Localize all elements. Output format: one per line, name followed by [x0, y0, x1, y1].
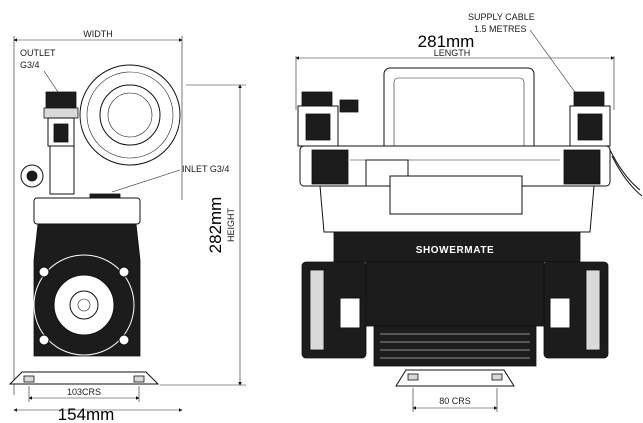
motor-end-cap-inner: [99, 84, 161, 146]
right-outlet-fitting: [573, 91, 605, 107]
supply-cable-label: SUPPLY CABLE: [468, 12, 535, 22]
outlet-pipe: [49, 145, 75, 195]
left-pump-port: [339, 297, 361, 329]
centre-body: [365, 261, 545, 327]
bolt-top-right: [118, 266, 130, 278]
bolt-top-left: [38, 266, 50, 278]
width-label: WIDTH: [83, 29, 113, 39]
right-valve-insert: [577, 113, 603, 141]
foot-slot-right: [133, 375, 145, 383]
left-pump-rib: [309, 269, 325, 351]
outlet-nut: [43, 107, 79, 119]
bolt-bottom-right: [118, 334, 130, 346]
mounting-foot: [8, 371, 160, 385]
impeller-center: [77, 298, 91, 312]
supply-cable-sheath: [611, 155, 643, 197]
right-switch-block: [563, 149, 601, 185]
left-valve-insert: [305, 113, 331, 141]
left-switch-block: [311, 149, 349, 185]
crs-left-label: 103CRS: [67, 387, 101, 397]
front-mounting-foot: [395, 369, 515, 387]
motor-end-cap-hub: [107, 92, 153, 138]
crs-right-label: 80 CRS: [439, 396, 471, 406]
control-box: [389, 175, 523, 215]
outlet-valve-insert: [53, 123, 69, 143]
front-view: SUPPLY CABLE 1.5 METRES 281mm LENGTH: [295, 12, 643, 412]
centre-fins: [373, 325, 537, 367]
supply-cable-length-label: 1.5 METRES: [474, 24, 527, 34]
inlet-leader: [111, 169, 181, 193]
impeller-hub: [69, 290, 99, 320]
length-value: 281mm: [418, 32, 475, 51]
outlet-size-label: G3/4: [20, 60, 40, 70]
outlet-leader: [43, 70, 59, 93]
right-pump-port: [549, 297, 571, 329]
inlet-label: INLET G3/4: [182, 164, 229, 174]
right-pump-rib: [585, 269, 601, 351]
brand-band: [333, 231, 581, 263]
supply-cable: [609, 149, 641, 191]
width-value: 154mm: [58, 405, 115, 423]
outlet-fitting: [45, 91, 77, 109]
motor-end-cap-ring: [86, 71, 174, 159]
outlet-clip-center: [26, 170, 38, 182]
front-foot-slot-left: [407, 373, 419, 381]
front-foot-slot-right: [491, 373, 503, 381]
brand-label: SHOWERMATE: [416, 245, 495, 256]
pump-top-plate: [33, 197, 141, 225]
left-outlet-fitting: [301, 91, 333, 107]
length-label: LENGTH: [434, 48, 471, 58]
left-small-fitting: [339, 99, 359, 113]
side-view: WIDTH OUTLET G3/4 INLET G3/4: [8, 29, 246, 423]
height-label: HEIGHT: [226, 208, 236, 243]
bolt-bottom-left: [38, 334, 50, 346]
foot-slot-left: [23, 375, 35, 383]
outlet-label: OUTLET: [20, 48, 56, 58]
height-value: 282mm: [206, 197, 225, 254]
